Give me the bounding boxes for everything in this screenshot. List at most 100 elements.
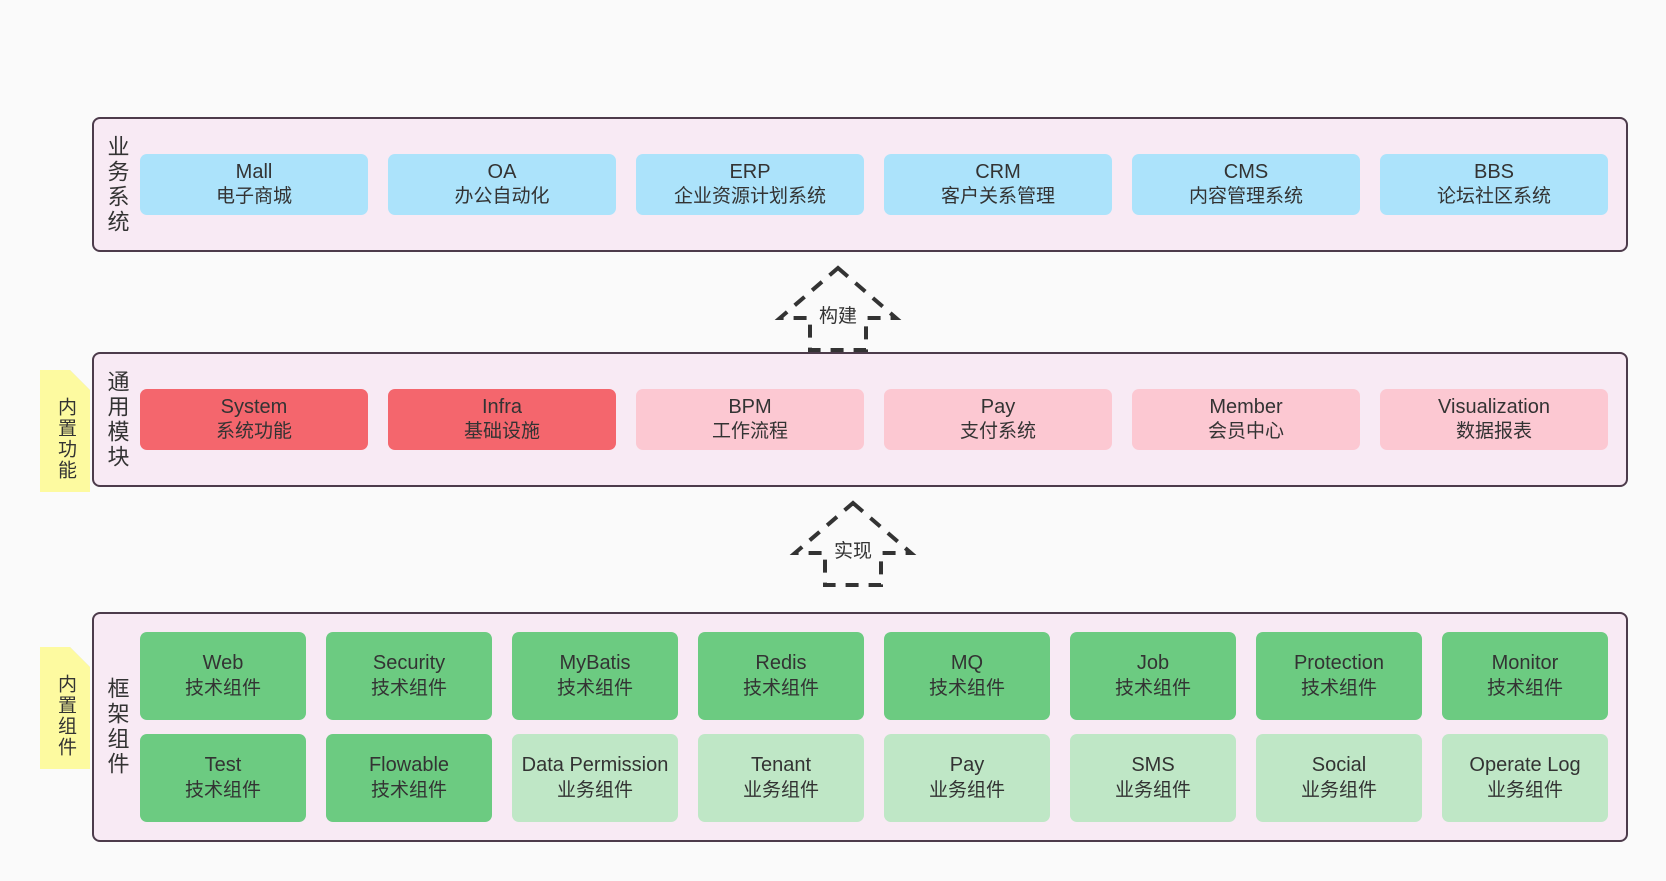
- card-subtitle: 工作流程: [711, 421, 788, 443]
- card-social[interactable]: Social 业务组件: [1256, 734, 1422, 822]
- layer-title-framework-components: 框架组件: [104, 677, 130, 777]
- card-title: Social: [1311, 754, 1367, 777]
- card-web[interactable]: Web 技术组件: [140, 632, 306, 720]
- card-subtitle: 系统功能: [215, 421, 292, 443]
- card-title: Flowable: [368, 754, 450, 777]
- connector-implement-arrow: 实现: [778, 497, 928, 589]
- card-subtitle: 技术组件: [742, 677, 819, 699]
- card-subtitle: 业务组件: [1300, 779, 1377, 801]
- card-title: Tenant: [750, 754, 812, 777]
- card-monitor[interactable]: Monitor 技术组件: [1442, 632, 1608, 720]
- card-visualization[interactable]: Visualization 数据报表: [1380, 388, 1608, 451]
- layer-framework-components: 框架组件 Web 技术组件 Security 技术组件 MyBatis 技术组件…: [92, 612, 1628, 842]
- card-subtitle: 技术组件: [370, 677, 447, 699]
- row-framework-tech-components: Web 技术组件 Security 技术组件 MyBatis 技术组件 Redi…: [140, 632, 1608, 720]
- card-title: Pay: [980, 395, 1016, 418]
- card-title: Visualization: [1438, 395, 1550, 418]
- card-title: Redis: [755, 652, 807, 675]
- layer-body-framework-components: Web 技术组件 Security 技术组件 MyBatis 技术组件 Redi…: [140, 614, 1626, 840]
- card-pay-module[interactable]: Pay 支付系统: [884, 388, 1112, 451]
- card-title: CMS: [1223, 160, 1269, 183]
- card-title: Infra: [481, 395, 523, 418]
- card-subtitle: 业务组件: [742, 779, 819, 801]
- card-mall[interactable]: Mall 电子商城: [140, 153, 368, 216]
- sticky-note-builtin-functions: 内置功能: [40, 370, 90, 492]
- card-subtitle: 业务组件: [556, 779, 633, 801]
- card-member[interactable]: Member 会员中心: [1132, 388, 1360, 451]
- card-redis[interactable]: Redis 技术组件: [698, 632, 864, 720]
- card-subtitle: 业务组件: [928, 779, 1005, 801]
- card-title: Pay: [949, 754, 985, 777]
- card-title: Operate Log: [1469, 754, 1581, 777]
- card-title: Member: [1209, 395, 1283, 418]
- layer-common-modules: 通用模块 System 系统功能 Infra 基础设施 BPM 工作流程 Pay…: [92, 352, 1628, 487]
- card-pay-component[interactable]: Pay 业务组件: [884, 734, 1050, 822]
- card-subtitle: 业务组件: [1114, 779, 1191, 801]
- card-test[interactable]: Test 技术组件: [140, 734, 306, 822]
- card-subtitle: 数据报表: [1455, 421, 1532, 443]
- card-title: BBS: [1473, 160, 1515, 183]
- row-business-systems: Mall 电子商城 OA 办公自动化 ERP 企业资源计划系统 CRM 客户关系…: [140, 153, 1608, 216]
- row-common-modules: System 系统功能 Infra 基础设施 BPM 工作流程 Pay 支付系统…: [140, 388, 1608, 451]
- layer-title-common-modules: 通用模块: [104, 369, 130, 470]
- card-mq[interactable]: MQ 技术组件: [884, 632, 1050, 720]
- sticky-fold-corner: [70, 370, 90, 390]
- card-title: Mall: [235, 160, 273, 183]
- card-title: Security: [372, 652, 446, 675]
- card-title: Job: [1136, 652, 1170, 675]
- card-title: ERP: [729, 160, 771, 183]
- connector-implement-label: 实现: [831, 536, 875, 563]
- card-tenant[interactable]: Tenant 业务组件: [698, 734, 864, 822]
- card-subtitle: 企业资源计划系统: [673, 186, 826, 208]
- card-bpm[interactable]: BPM 工作流程: [636, 388, 864, 451]
- card-oa[interactable]: OA 办公自动化: [388, 153, 616, 216]
- card-title: OA: [487, 160, 517, 183]
- card-title: MQ: [950, 652, 984, 675]
- card-subtitle: 会员中心: [1207, 421, 1284, 443]
- card-subtitle: 论坛社区系统: [1436, 186, 1551, 208]
- card-subtitle: 支付系统: [959, 421, 1036, 443]
- card-subtitle: 客户关系管理: [940, 186, 1055, 208]
- card-subtitle: 内容管理系统: [1188, 186, 1303, 208]
- card-sms[interactable]: SMS 业务组件: [1070, 734, 1236, 822]
- card-subtitle: 技术组件: [928, 677, 1005, 699]
- card-data-permission[interactable]: Data Permission 业务组件: [512, 734, 678, 822]
- card-subtitle: 电子商城: [215, 186, 292, 208]
- card-subtitle: 基础设施: [463, 421, 540, 443]
- card-subtitle: 技术组件: [1300, 677, 1377, 699]
- card-job[interactable]: Job 技术组件: [1070, 632, 1236, 720]
- card-subtitle: 技术组件: [1486, 677, 1563, 699]
- layer-business-systems: 业务系统 Mall 电子商城 OA 办公自动化 ERP 企业资源计划系统 CRM…: [92, 117, 1628, 252]
- card-crm[interactable]: CRM 客户关系管理: [884, 153, 1112, 216]
- card-operate-log[interactable]: Operate Log 业务组件: [1442, 734, 1608, 822]
- card-cms[interactable]: CMS 内容管理系统: [1132, 153, 1360, 216]
- card-title: Data Permission: [521, 754, 669, 777]
- card-protection[interactable]: Protection 技术组件: [1256, 632, 1422, 720]
- card-security[interactable]: Security 技术组件: [326, 632, 492, 720]
- card-subtitle: 技术组件: [370, 779, 447, 801]
- card-title: Web: [202, 652, 244, 675]
- sticky-fold-corner: [70, 647, 90, 667]
- card-subtitle: 技术组件: [1114, 677, 1191, 699]
- card-infra[interactable]: Infra 基础设施: [388, 388, 616, 451]
- layer-body-common-modules: System 系统功能 Infra 基础设施 BPM 工作流程 Pay 支付系统…: [140, 354, 1626, 485]
- connector-build-label: 构建: [816, 301, 860, 328]
- card-title: System: [220, 395, 288, 418]
- card-title: Monitor: [1491, 652, 1559, 675]
- card-erp[interactable]: ERP 企业资源计划系统: [636, 153, 864, 216]
- card-flowable[interactable]: Flowable 技术组件: [326, 734, 492, 822]
- card-title: Test: [204, 754, 242, 777]
- card-title: MyBatis: [559, 652, 631, 675]
- card-subtitle: 技术组件: [184, 779, 261, 801]
- row-framework-business-components: Test 技术组件 Flowable 技术组件 Data Permission …: [140, 734, 1608, 822]
- card-system[interactable]: System 系统功能: [140, 388, 368, 451]
- card-subtitle: 技术组件: [184, 677, 261, 699]
- card-mybatis[interactable]: MyBatis 技术组件: [512, 632, 678, 720]
- sticky-note-label: 内置功能: [54, 397, 76, 481]
- card-bbs[interactable]: BBS 论坛社区系统: [1380, 153, 1608, 216]
- card-title: CRM: [975, 160, 1021, 183]
- card-subtitle: 技术组件: [556, 677, 633, 699]
- connector-build-arrow: 构建: [763, 262, 913, 354]
- layer-title-business-systems: 业务系统: [104, 134, 130, 235]
